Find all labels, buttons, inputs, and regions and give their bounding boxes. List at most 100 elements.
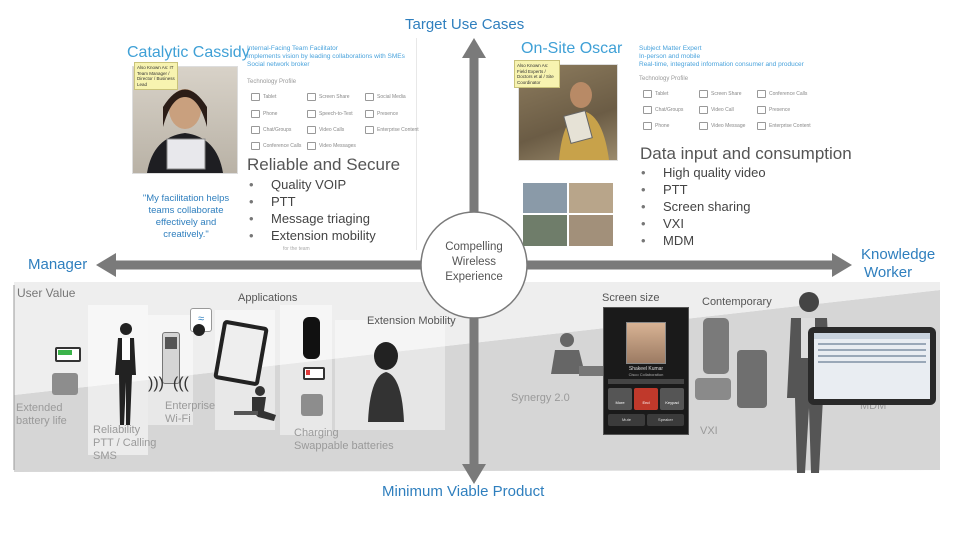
presence-icon bbox=[365, 110, 374, 118]
tech-item: Conference Calls bbox=[757, 90, 807, 98]
persona-left-photo bbox=[132, 66, 238, 174]
bullet: VXI bbox=[641, 215, 766, 232]
tech-item: Conference Calls bbox=[251, 142, 301, 150]
tech-item: Video Call bbox=[699, 106, 734, 114]
end-call-button[interactable]: End bbox=[634, 388, 658, 410]
battery-icon bbox=[55, 347, 81, 362]
tech-item: Enterprise Content bbox=[365, 126, 419, 134]
screen-size-label: Screen size bbox=[602, 292, 660, 304]
persona-right-bullets: High quality video PTT Screen sharing VX… bbox=[641, 164, 766, 249]
presence-icon bbox=[757, 106, 766, 114]
bullet: MDM bbox=[641, 232, 766, 249]
charging-phone bbox=[303, 317, 320, 359]
tech-item: Phone bbox=[643, 122, 669, 130]
video-call-phone: Shakeel Kumar Cisco Collaboration More E… bbox=[603, 307, 689, 435]
screen-share-icon bbox=[307, 93, 316, 101]
tech-item: Video Messages bbox=[307, 142, 356, 150]
center-circle bbox=[420, 211, 528, 319]
enterprise-wifi-label: Enterprise Wi-Fi bbox=[165, 400, 216, 425]
photo-tile bbox=[523, 183, 567, 213]
businessman-figure bbox=[115, 323, 136, 425]
user-value-label: User Value bbox=[17, 286, 76, 300]
wireless-handset bbox=[162, 332, 180, 384]
persona-left-desc-3: Social network broker bbox=[247, 61, 310, 68]
tablet-icon bbox=[251, 93, 260, 101]
arrow-right bbox=[832, 253, 852, 277]
tech-item: Social Media bbox=[365, 93, 406, 101]
center-line-3: Experience bbox=[445, 271, 503, 283]
tech-item: Presence bbox=[757, 106, 790, 114]
screen-share-icon bbox=[699, 90, 708, 98]
axis-top-label: Target Use Cases bbox=[405, 16, 525, 33]
photo-tile bbox=[569, 183, 613, 213]
synergy-label: Synergy 2.0 bbox=[511, 392, 570, 404]
bullet: High quality video bbox=[641, 164, 766, 181]
seated-figure bbox=[234, 386, 276, 421]
bullet: PTT bbox=[641, 181, 766, 198]
tablet-icon bbox=[643, 90, 652, 98]
center-label: Compelling Wireless Experience bbox=[424, 240, 524, 285]
tech-item: Tablet bbox=[643, 90, 668, 98]
applications-label: Applications bbox=[238, 292, 298, 304]
more-button[interactable]: More bbox=[608, 388, 632, 410]
speaker-button[interactable]: Speaker bbox=[647, 414, 684, 426]
axis-right-label-1: Knowledge bbox=[861, 246, 936, 263]
bullet: Screen sharing bbox=[641, 198, 766, 215]
persona-right-desc: Subject Matter Expert In-person and mobi… bbox=[639, 45, 804, 69]
arrow-up bbox=[462, 38, 486, 58]
wifi-badge-icon bbox=[193, 324, 205, 336]
chat-icon bbox=[251, 126, 260, 134]
reliability-label: Reliability PTT / Calling SMS bbox=[93, 424, 157, 462]
caller-sub: Cisco Collaboration bbox=[628, 372, 664, 377]
conference-icon bbox=[757, 90, 766, 98]
persona-left-bullets: Quality VOIP PTT Message triaging Extens… bbox=[249, 176, 376, 244]
video-message-icon bbox=[699, 122, 708, 130]
mute-button[interactable]: Mute bbox=[608, 414, 645, 426]
extended-battery-label: Extended battery life bbox=[16, 402, 67, 427]
persona-left-heading: Reliable and Secure bbox=[247, 155, 401, 174]
phone-icon bbox=[643, 122, 652, 130]
persona-right-desc-3: Real-time, integrated information consum… bbox=[639, 61, 804, 68]
bullet: Extension mobility bbox=[249, 227, 376, 244]
persona-right-desc-1: Subject Matter Expert bbox=[639, 45, 702, 52]
smartphone-device bbox=[695, 378, 731, 400]
tech-item: Tablet bbox=[251, 93, 276, 101]
persona-right-callout: Also Known As: Field Experts / Doctors e… bbox=[514, 60, 560, 88]
persona-left-desc-2: Implements vision by leading collaborati… bbox=[247, 53, 405, 60]
vxi-label: VXI bbox=[700, 425, 718, 437]
extension-mobility-label: Extension Mobility bbox=[367, 315, 456, 327]
video-icon bbox=[307, 126, 316, 134]
speech-icon bbox=[307, 110, 316, 118]
content-icon bbox=[365, 126, 374, 134]
phone-icon bbox=[251, 110, 260, 118]
axis-bottom-label: Minimum Viable Product bbox=[382, 483, 545, 500]
persona-left-desc-1: Internal-Facing Team Facilitator bbox=[247, 45, 338, 52]
desk-worker-figure bbox=[551, 333, 603, 376]
battery-pack bbox=[52, 373, 78, 395]
tech-item: Screen Share bbox=[699, 90, 742, 98]
persona-left-tech-grid: Tablet Screen Share Social Media Phone S… bbox=[247, 90, 419, 150]
social-media-icon bbox=[365, 93, 374, 101]
tech-item: Chat/Groups bbox=[251, 126, 291, 134]
photo-tile bbox=[569, 215, 613, 246]
center-line-1: Compelling bbox=[445, 241, 503, 253]
persona-left-desc: Internal-Facing Team Facilitator Impleme… bbox=[247, 45, 405, 69]
persona-left-quote: "My facilitation helps teams collaborate… bbox=[142, 193, 230, 240]
low-battery-icon bbox=[303, 367, 325, 380]
persona-left-tech-label: Technology Profile bbox=[247, 79, 297, 85]
keypad-button[interactable]: Keypad bbox=[660, 388, 684, 410]
call-progress-bar bbox=[608, 379, 684, 384]
tech-item: Screen Share bbox=[307, 93, 350, 101]
tech-item: Presence bbox=[365, 110, 398, 118]
woman-on-phone-figure bbox=[368, 342, 404, 422]
caller-name: Shakeel Kumar bbox=[628, 366, 664, 372]
smartphone-device bbox=[703, 318, 729, 374]
caller-photo bbox=[626, 322, 666, 364]
center-line-2: Wireless bbox=[451, 256, 497, 268]
contemporary-label: Contemporary bbox=[702, 296, 772, 308]
bullet: PTT bbox=[249, 193, 376, 210]
bullet: Quality VOIP bbox=[249, 176, 376, 193]
large-tablet bbox=[808, 327, 936, 405]
persona-left-footnote: for the team bbox=[283, 246, 310, 252]
